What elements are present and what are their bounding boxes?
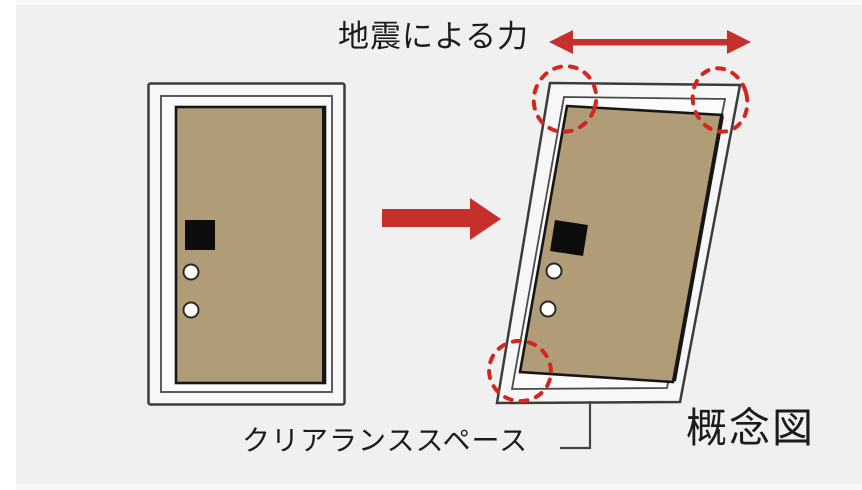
clearance-label: クリアランススペース xyxy=(242,426,529,457)
tilted-door-lock-lower xyxy=(539,300,557,318)
tilted-door-lock-upper xyxy=(545,262,563,280)
page-bottom-margin xyxy=(16,484,862,490)
door-lock-upper xyxy=(182,263,200,281)
door-closed-figure xyxy=(147,82,346,406)
tilted-door-leaf xyxy=(518,104,724,384)
door-mail-slot xyxy=(185,220,215,250)
tilted-door-shadow-edge xyxy=(672,115,724,382)
door-lock-lower xyxy=(182,301,200,319)
tilted-door-mail-slot xyxy=(550,220,588,256)
force-arrow-head-right xyxy=(727,30,751,54)
page-top-margin xyxy=(16,0,862,5)
transition-arrow-icon xyxy=(382,198,501,240)
door-tilted-figure xyxy=(487,64,750,450)
clearance-ellipse-bottom-left xyxy=(487,338,553,404)
caption-label: 概念図 xyxy=(686,405,815,451)
seismic-force-arrow-icon xyxy=(549,30,751,54)
force-arrow-shaft xyxy=(568,39,732,46)
force-arrow-head-left xyxy=(549,30,573,54)
clearance-ellipse-top-right xyxy=(690,66,750,134)
clearance-leader-line xyxy=(560,401,592,450)
page-left-margin xyxy=(0,0,16,490)
clearance-ellipse-top-left xyxy=(531,64,599,134)
seismic-force-label: 地震による力 xyxy=(338,19,530,54)
